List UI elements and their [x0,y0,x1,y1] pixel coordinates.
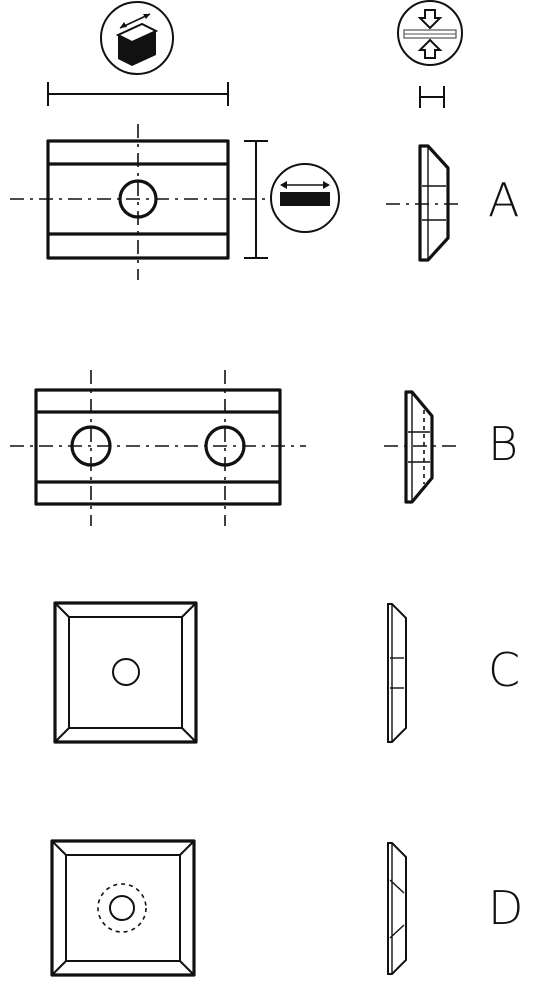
insert-d-front-view [50,839,196,977]
insert-b-front-view [10,370,306,526]
thickness-press-icon [397,0,463,66]
row-label-c: C [488,643,520,697]
insert-a-front-view [10,124,276,280]
row-label-b: B [488,417,518,471]
insert-d-side-view [387,842,407,975]
length-dimension-line [47,82,229,106]
insert-a-side-view [386,144,462,262]
width-dimension-line [244,140,268,259]
insert-b-side-view [384,390,456,504]
row-label-a: A [488,173,519,227]
thickness-dimension-line [419,86,445,108]
width-bar-icon [270,163,340,233]
insert-c-side-view [387,603,407,743]
insert-c-front-view [53,601,198,744]
length-block-icon [100,1,174,75]
row-label-d: D [488,881,523,935]
